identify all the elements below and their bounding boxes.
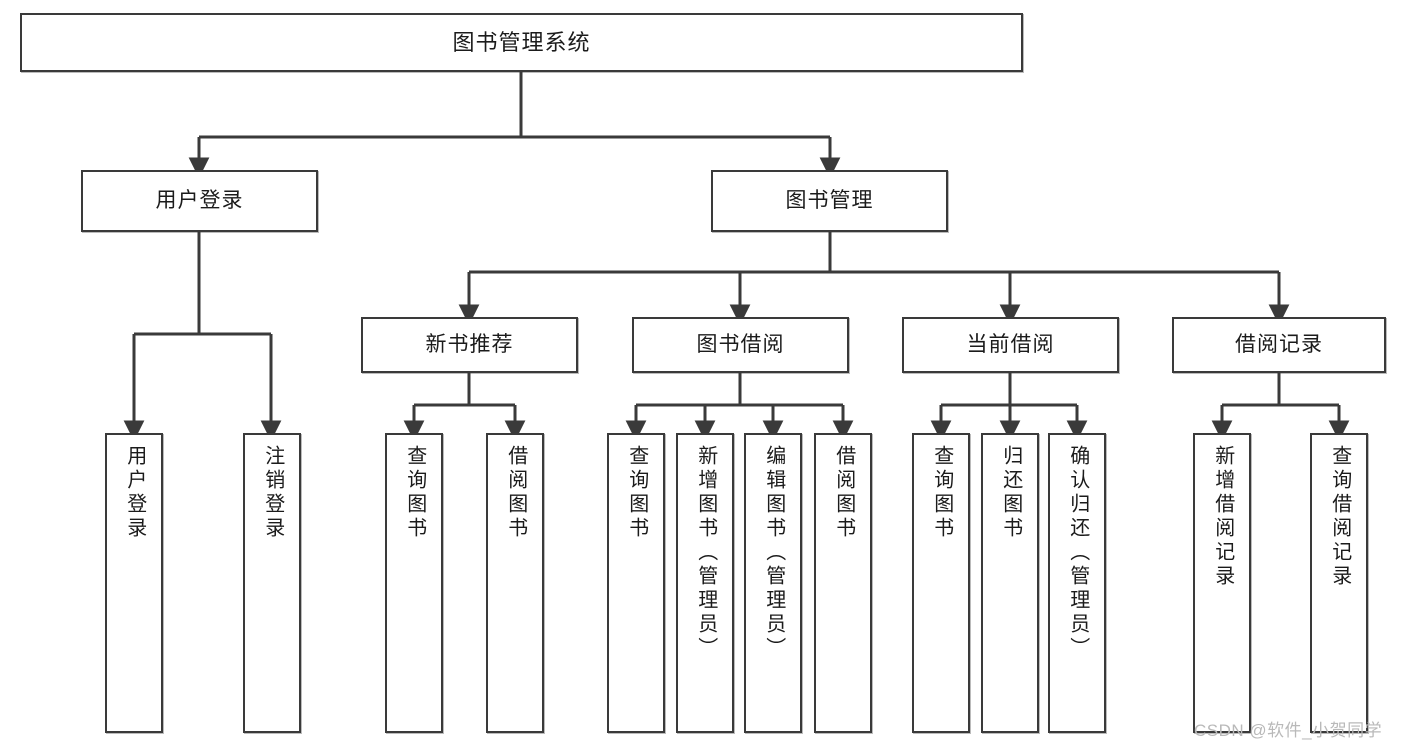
node-leaf-query-book-c-label: 查询图书 — [930, 445, 953, 541]
node-leaf-add-book[interactable]: 新增图书（管理员） — [676, 433, 734, 733]
node-leaf-query-book-a-label: 查询图书 — [403, 445, 426, 541]
node-book-borrow-label: 图书借阅 — [696, 332, 785, 356]
node-leaf-confirm-return[interactable]: 确认归还（管理员） — [1048, 433, 1106, 733]
node-borrow-record-label: 借阅记录 — [1235, 332, 1323, 356]
node-leaf-add-book-label: 新增图书（管理员） — [694, 445, 717, 661]
node-root[interactable]: 图书管理系统 — [20, 13, 1023, 72]
node-leaf-borrow-book-a[interactable]: 借阅图书 — [486, 433, 544, 733]
node-current-borrow[interactable]: 当前借阅 — [902, 317, 1119, 373]
node-borrow-record[interactable]: 借阅记录 — [1172, 317, 1386, 373]
node-user-login-label: 用户登录 — [155, 188, 244, 212]
node-user-login[interactable]: 用户登录 — [81, 170, 318, 232]
node-root-label: 图书管理系统 — [452, 29, 591, 55]
node-new-book-rec-label: 新书推荐 — [425, 332, 514, 356]
node-leaf-user-login[interactable]: 用户登录 — [105, 433, 163, 733]
node-book-manage-label: 图书管理 — [785, 188, 874, 212]
node-leaf-logout[interactable]: 注销登录 — [243, 433, 301, 733]
node-leaf-query-book-b[interactable]: 查询图书 — [607, 433, 665, 733]
watermark: CSDN @软件_小贺同学 — [1194, 721, 1383, 740]
node-leaf-query-book-a[interactable]: 查询图书 — [385, 433, 443, 733]
node-leaf-borrow-book-a-label: 借阅图书 — [504, 445, 527, 541]
node-leaf-user-login-label: 用户登录 — [123, 445, 146, 541]
node-leaf-add-record[interactable]: 新增借阅记录 — [1193, 433, 1251, 733]
node-leaf-query-record-label: 查询借阅记录 — [1328, 445, 1351, 589]
node-leaf-borrow-book-b-label: 借阅图书 — [832, 445, 855, 541]
node-leaf-return-book[interactable]: 归还图书 — [981, 433, 1039, 733]
node-leaf-confirm-return-label: 确认归还（管理员） — [1066, 445, 1089, 661]
node-new-book-rec[interactable]: 新书推荐 — [361, 317, 578, 373]
node-leaf-add-record-label: 新增借阅记录 — [1211, 445, 1234, 589]
node-leaf-edit-book[interactable]: 编辑图书（管理员） — [744, 433, 802, 733]
node-leaf-logout-label: 注销登录 — [261, 445, 284, 541]
node-leaf-query-book-c[interactable]: 查询图书 — [912, 433, 970, 733]
node-leaf-query-book-b-label: 查询图书 — [625, 445, 648, 541]
node-current-borrow-label: 当前借阅 — [966, 332, 1055, 356]
node-leaf-borrow-book-b[interactable]: 借阅图书 — [814, 433, 872, 733]
node-leaf-return-book-label: 归还图书 — [999, 445, 1022, 541]
node-leaf-query-record[interactable]: 查询借阅记录 — [1310, 433, 1368, 733]
node-book-manage[interactable]: 图书管理 — [711, 170, 948, 232]
node-book-borrow[interactable]: 图书借阅 — [632, 317, 849, 373]
node-leaf-edit-book-label: 编辑图书（管理员） — [762, 445, 785, 661]
